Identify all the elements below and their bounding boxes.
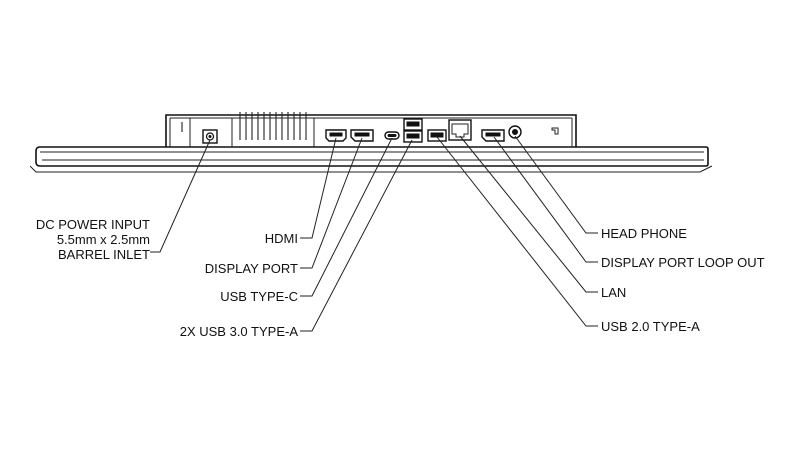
head-phone-label: HEAD PHONE xyxy=(601,226,687,241)
usb-2-port xyxy=(427,129,447,142)
usb-2-type-a-label: USB 2.0 TYPE-A xyxy=(601,319,700,334)
hdmi-label: HDMI xyxy=(265,231,298,246)
display-port xyxy=(350,129,374,142)
lock-slot xyxy=(551,127,559,135)
usb-c-port xyxy=(384,131,400,140)
hdmi-port xyxy=(325,129,347,142)
display-port-loop-out-label: DISPLAY PORT LOOP OUT xyxy=(601,255,765,270)
leader-lines xyxy=(150,135,598,332)
display-port-loop-out-port xyxy=(481,129,505,142)
lan-port xyxy=(448,119,472,141)
usb-3-type-a-label: 2X USB 3.0 TYPE-A xyxy=(180,324,299,339)
usb-type-c-label: USB TYPE-C xyxy=(220,289,298,304)
lan-label: LAN xyxy=(601,285,626,300)
monitor-bezel xyxy=(29,146,713,173)
dc-power-label-line-2: 5.5mm x 2.5mm xyxy=(57,232,150,247)
labels-left: DC POWER INPUT 5.5mm x 2.5mm BARREL INLE… xyxy=(36,217,298,339)
usb-3-ports xyxy=(403,118,423,143)
dc-power-label-line-3: BARREL INLET xyxy=(58,247,150,262)
labels-right: HEAD PHONE DISPLAY PORT LOOP OUT LAN USB… xyxy=(601,226,765,334)
headphone-port xyxy=(508,125,522,139)
display-port-label: DISPLAY PORT xyxy=(205,261,298,276)
dc-power-label-line-1: DC POWER INPUT xyxy=(36,217,150,232)
vent-slots xyxy=(181,112,307,140)
rear-housing xyxy=(165,114,577,147)
